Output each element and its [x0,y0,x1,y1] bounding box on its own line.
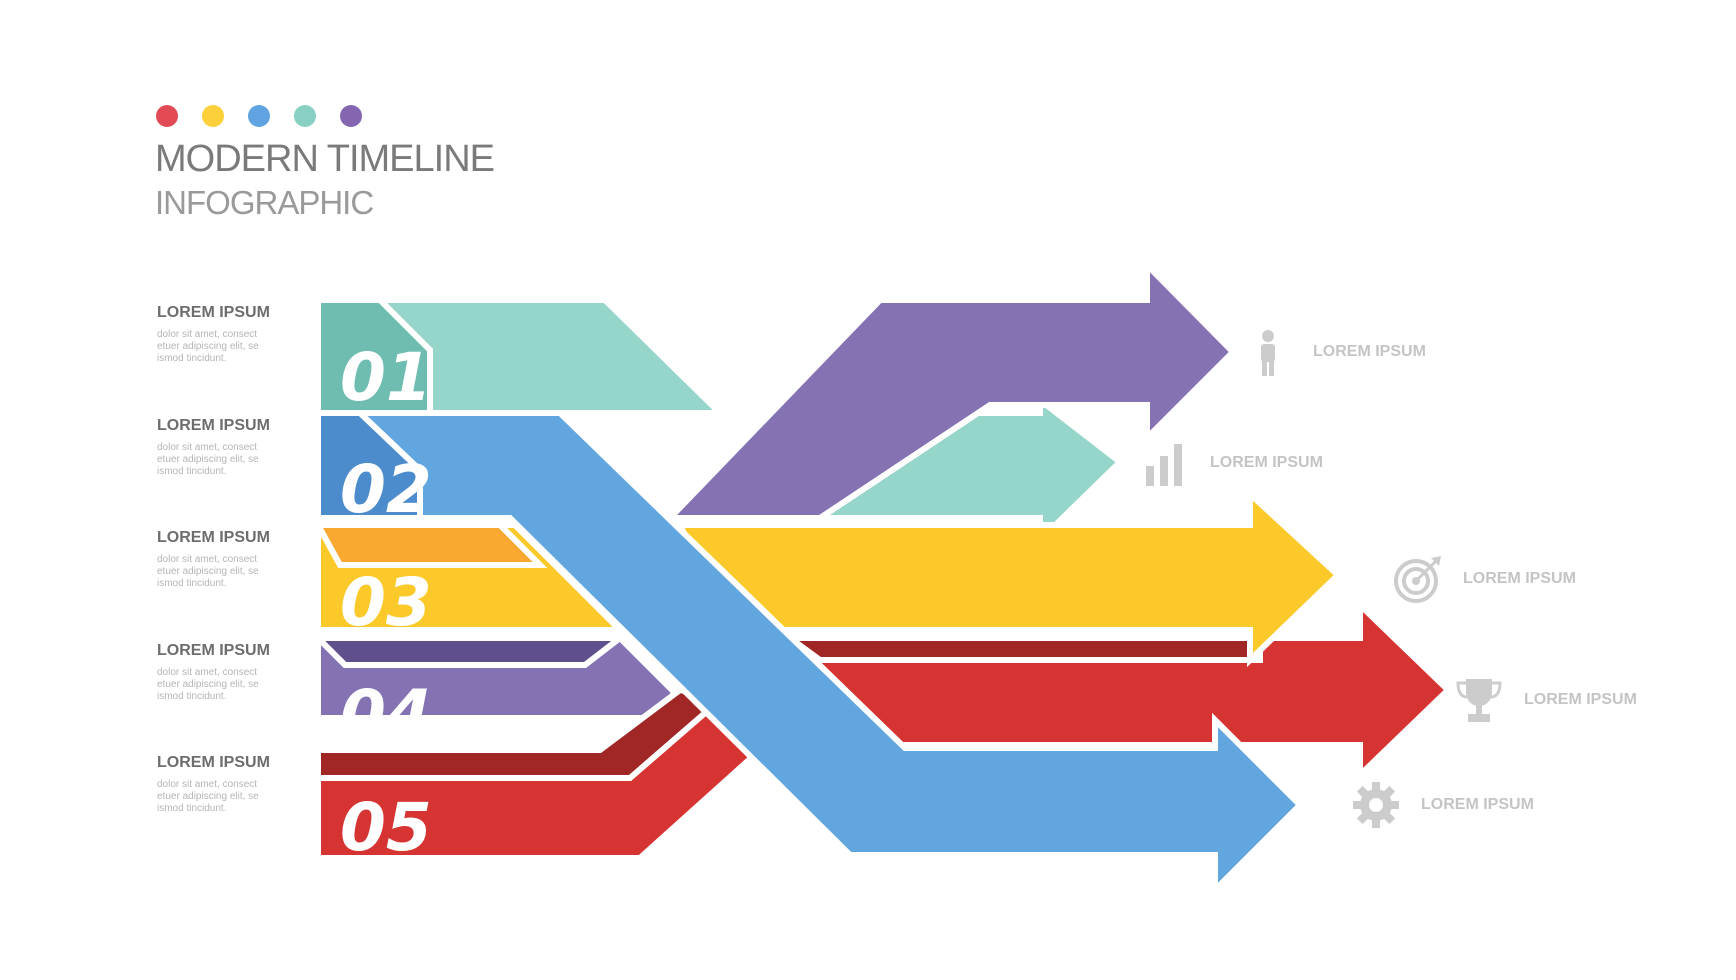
gear-icon [1353,782,1399,828]
dot-teal [294,105,316,127]
step-number-05: 05 [340,789,432,866]
arrow-04-head [662,257,1238,521]
left-item-heading: LOREM IPSUM [157,417,270,434]
arrow-02 [315,410,1305,898]
arrow-02-shade [315,410,423,521]
left-item-1: LOREM IPSUM dolor sit amet, consect etue… [157,305,297,365]
dot-blue [248,105,270,127]
left-item-text: dolor sit amet, consect etuer adipiscing… [157,442,259,477]
right-item-label: LOREM IPSUM [1463,570,1576,587]
right-item-4: LOREM IPSUM [1454,675,1637,725]
right-item-label: LOREM IPSUM [1524,691,1637,708]
left-item-heading: LOREM IPSUM [157,642,270,659]
right-item-label: LOREM IPSUM [1210,454,1323,471]
arrow-03-head [675,487,1343,668]
left-item-text: dolor sit amet, consect etuer adipiscing… [157,779,259,814]
right-item-1: LOREM IPSUM [1243,327,1426,377]
right-item-label: LOREM IPSUM [1421,796,1534,813]
page-title: MODERN TIMELINE [155,138,495,180]
left-item-heading: LOREM IPSUM [157,304,270,321]
step-number-01: 01 [340,339,432,416]
left-item-heading: LOREM IPSUM [157,529,270,546]
dot-purple [340,105,362,127]
dot-yellow [202,105,224,127]
right-item-2: LOREM IPSUM [1140,438,1323,488]
arrow-05-head-shade [780,635,1263,663]
trophy-icon [1456,679,1502,722]
step-number-04: 04 [340,676,432,753]
right-item-label: LOREM IPSUM [1313,343,1426,360]
arrow-03-shade [312,522,548,568]
left-item-text: dolor sit amet, consect etuer adipiscing… [157,667,259,702]
left-item-4: LOREM IPSUM dolor sit amet, consect etue… [157,643,297,703]
right-item-3: LOREM IPSUM [1393,554,1576,604]
left-item-5: LOREM IPSUM dolor sit amet, consect etue… [157,755,297,815]
arrow-01-shade [315,297,433,416]
dot-red [156,105,178,127]
left-item-3: LOREM IPSUM dolor sit amet, consect etue… [157,530,297,590]
left-item-2: LOREM IPSUM dolor sit amet, consect etue… [157,418,297,478]
left-item-text: dolor sit amet, consect etuer adipiscing… [157,554,259,589]
bar-chart-icon [1146,444,1182,486]
page-subtitle: INFOGRAPHIC [155,184,374,221]
target-icon [1394,556,1441,603]
step-number-03: 03 [340,564,432,641]
right-item-5: LOREM IPSUM [1351,780,1534,830]
arrow-04-shade [310,635,629,668]
person-icon [1261,330,1275,376]
step-number-02: 02 [340,451,432,528]
left-item-text: dolor sit amet, consect etuer adipiscing… [157,329,259,364]
left-item-heading: LOREM IPSUM [157,754,270,771]
